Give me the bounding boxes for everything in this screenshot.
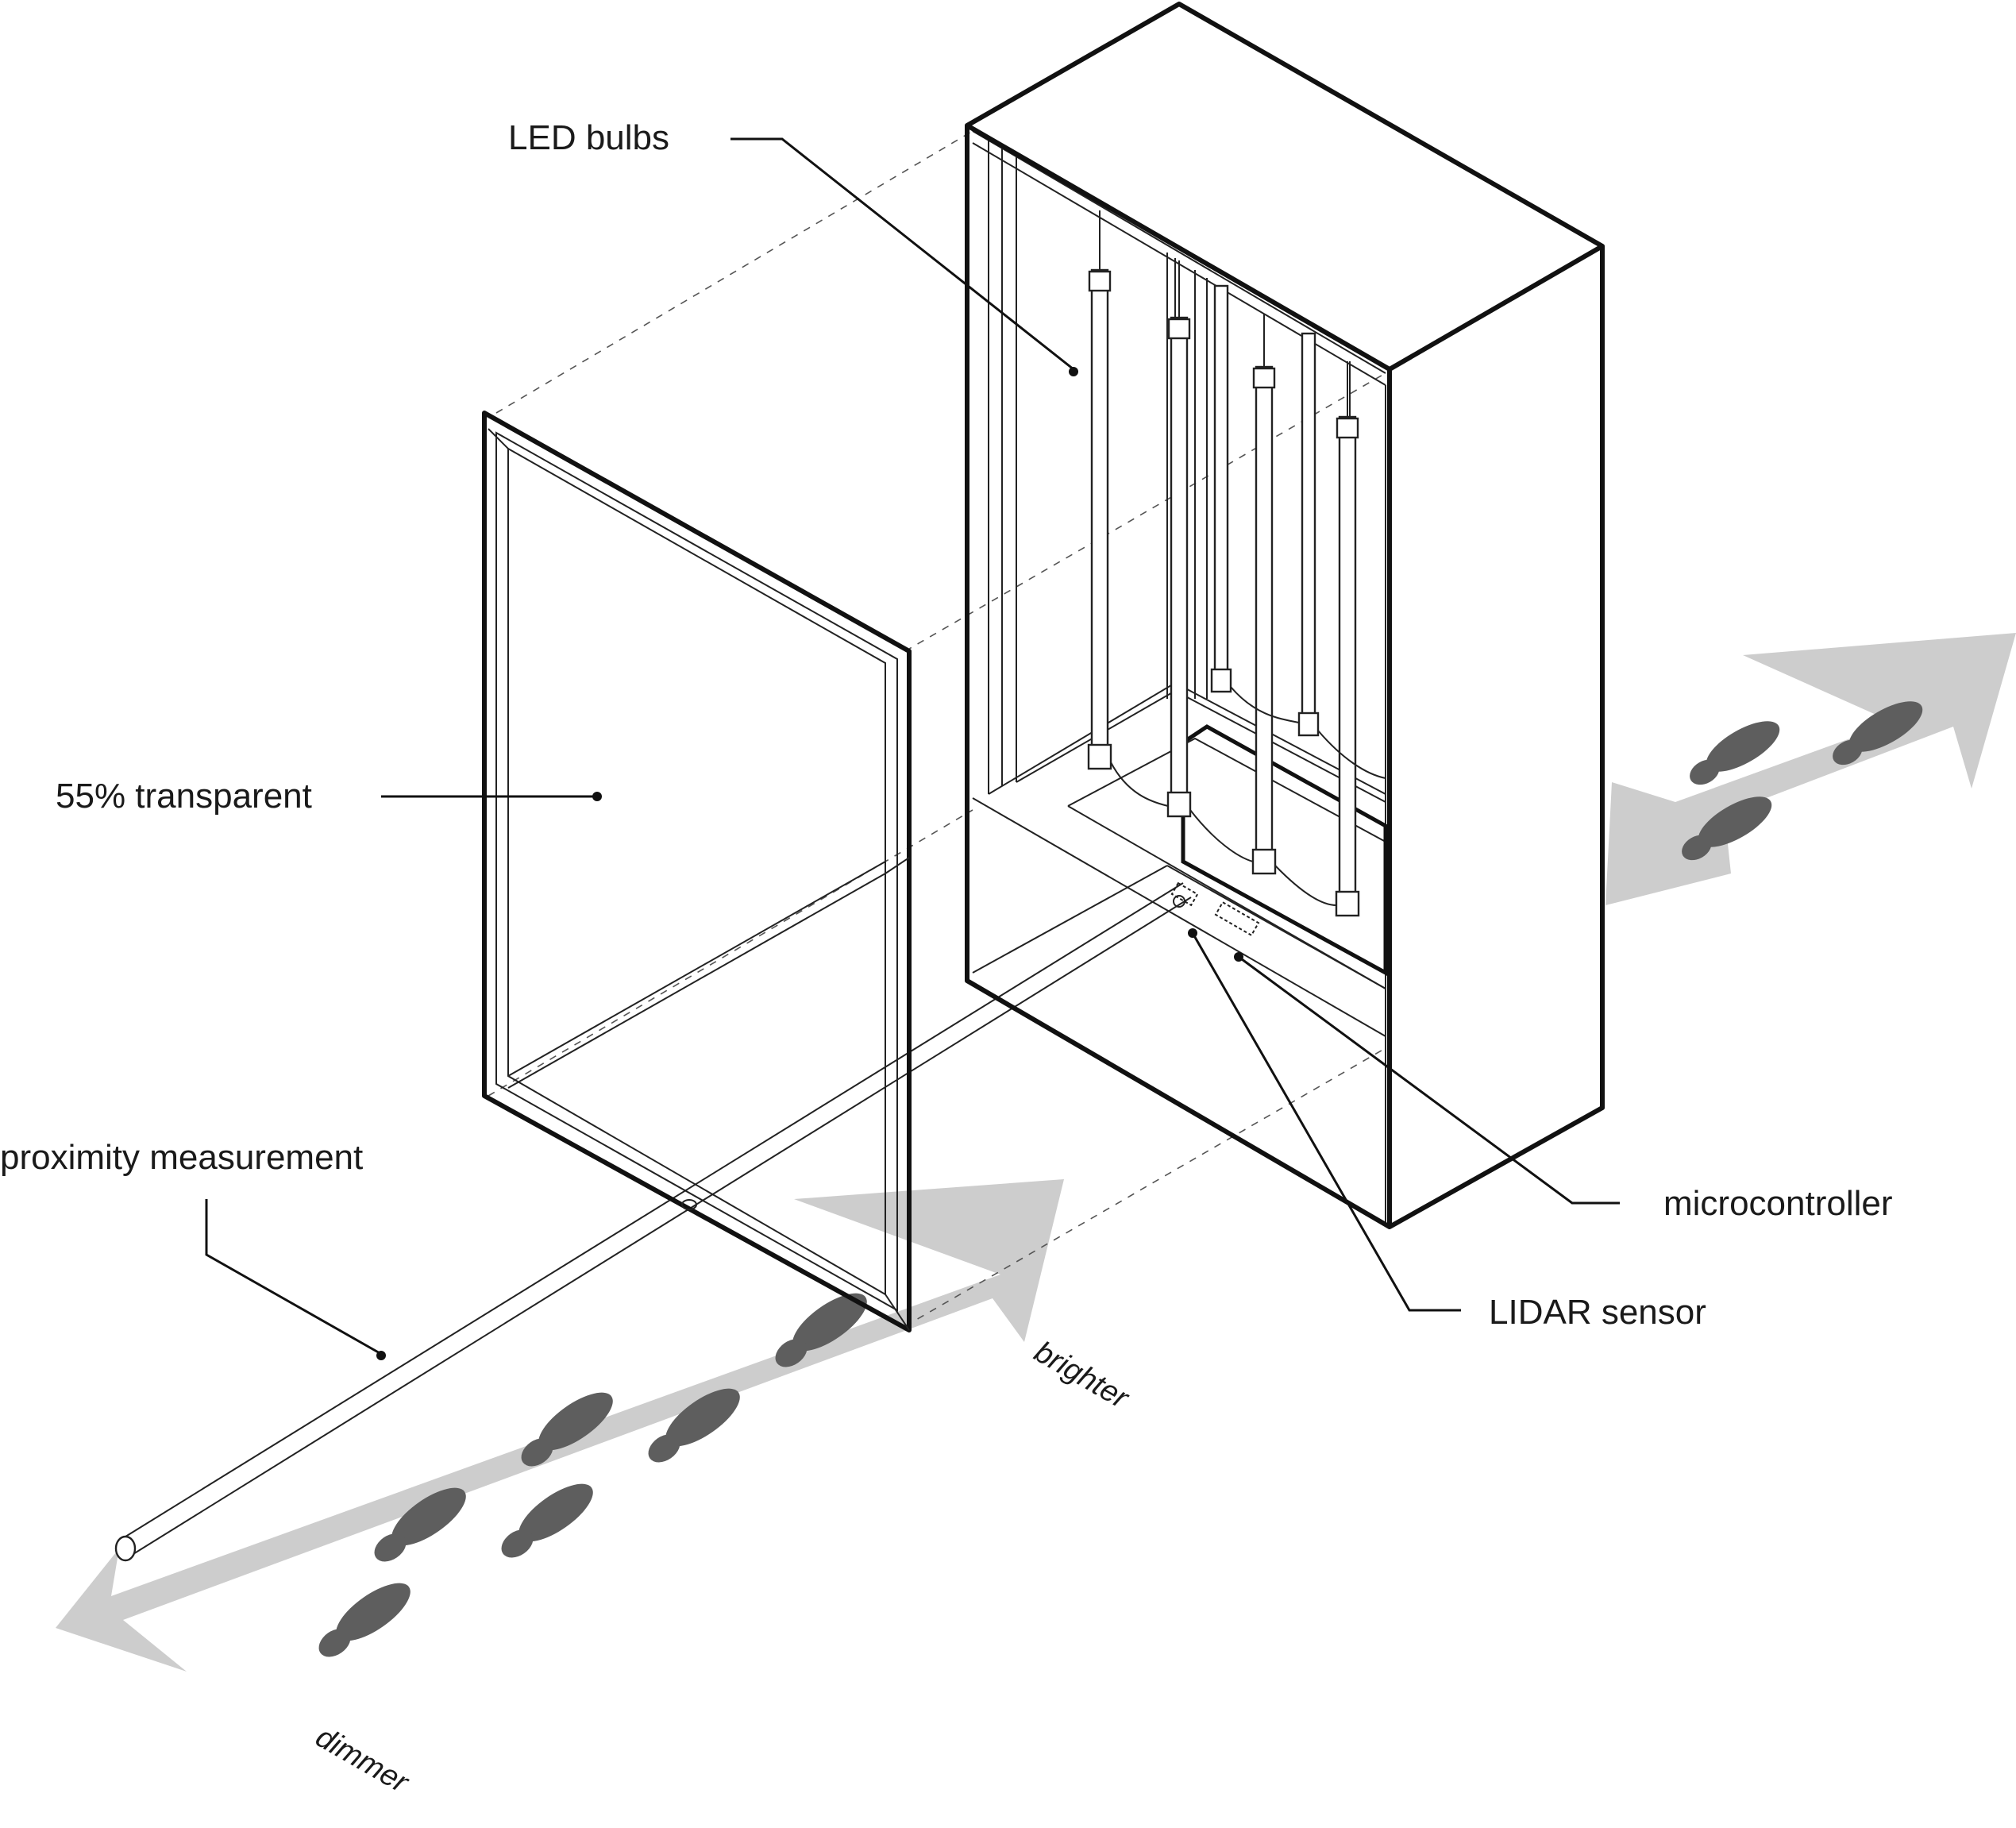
leader-lines xyxy=(206,139,1620,1360)
led-clip-2 xyxy=(1168,793,1190,816)
label-microcontroller: microcontroller xyxy=(1663,1184,1893,1223)
label-proximity: proximity measurement xyxy=(0,1138,363,1177)
led-clip-3 xyxy=(1253,850,1275,874)
led-tube-3 xyxy=(1256,367,1272,851)
walkway-arrow-back xyxy=(1605,633,2016,905)
led-tube-1 xyxy=(1092,270,1108,746)
led-clip-1 xyxy=(1089,745,1111,769)
footprint-icon xyxy=(309,1572,419,1664)
led-tubes xyxy=(1089,210,1386,916)
label-led-bulbs: LED bulbs xyxy=(508,118,669,157)
label-transparent: 55% transparent xyxy=(56,777,312,816)
transparent-panel xyxy=(484,413,909,1330)
footprint-icon xyxy=(491,1473,602,1565)
label-brighter: brighter xyxy=(1029,1335,1135,1415)
label-lidar: LIDAR sensor xyxy=(1489,1293,1706,1332)
back-arrow-shape xyxy=(1605,633,2016,905)
led-clip-4 xyxy=(1336,892,1359,916)
label-dimmer: dimmer xyxy=(310,1720,415,1799)
footprints-front xyxy=(309,1282,876,1664)
led-tube-2 xyxy=(1171,318,1187,794)
led-tube-4 xyxy=(1340,417,1355,893)
cabinet xyxy=(967,4,1602,1227)
